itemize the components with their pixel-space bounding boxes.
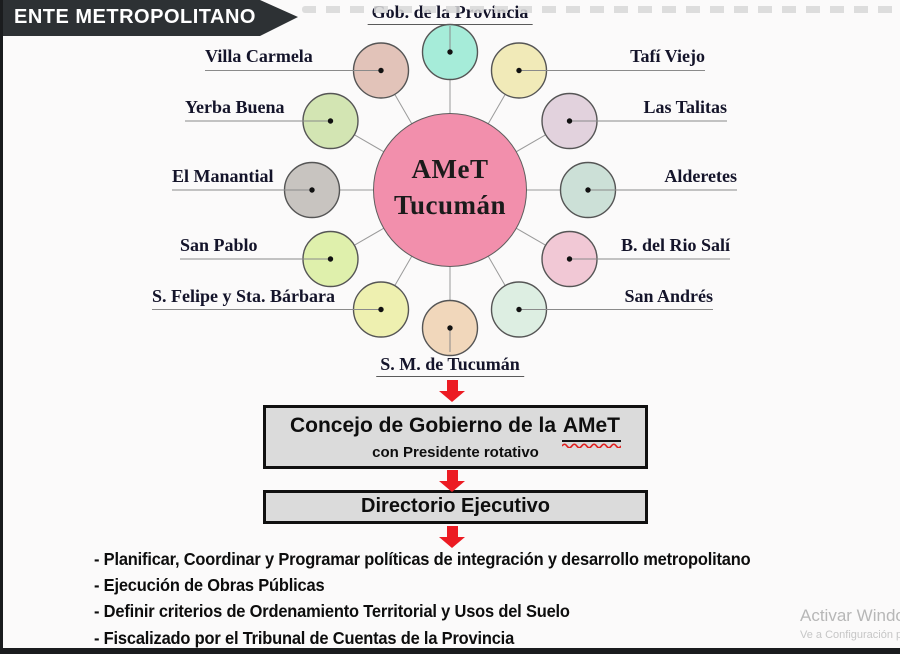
executive-board-box: Directorio Ejecutivo bbox=[263, 490, 648, 524]
hub-label-line2: Tucumán bbox=[393, 190, 507, 220]
watermark-line2: Ve a Configuración p bbox=[800, 629, 900, 641]
center-dot-icon bbox=[585, 187, 591, 193]
governance-council-box: Concejo de Gobierno de la AMeT con Presi… bbox=[263, 405, 648, 469]
hub-circle: AMeT Tucumán bbox=[373, 113, 527, 267]
municipality-label: Villa Carmela bbox=[205, 46, 313, 67]
hub-label-line1: AMeT bbox=[411, 154, 489, 184]
page-title: ENTE METROPOLITANO bbox=[14, 6, 256, 28]
municipality-label: El Manantial bbox=[172, 166, 274, 186]
slide-bottom-edge bbox=[0, 648, 900, 654]
municipality-label: S. M. de Tucumán bbox=[376, 353, 524, 377]
governance-council-subtitle: con Presidente rotativo bbox=[372, 444, 539, 461]
municipality-label: San Pablo bbox=[180, 235, 258, 255]
slide-left-edge bbox=[0, 0, 3, 654]
municipality-label: Yerba Buena bbox=[185, 97, 285, 117]
governance-council-title: Concejo de Gobierno de la AMeT bbox=[266, 412, 645, 448]
center-dot-icon bbox=[516, 67, 522, 74]
watermark-line1: Activar Window bbox=[800, 606, 900, 625]
center-dot-icon bbox=[516, 306, 522, 313]
radial-diagram bbox=[152, 23, 737, 357]
function-item: - Fiscalizado por el Tribunal de Cuentas… bbox=[94, 627, 515, 648]
center-dot-icon bbox=[447, 49, 453, 55]
municipality-label: Alderetes bbox=[664, 166, 737, 186]
center-dot-icon bbox=[327, 118, 334, 124]
municipality-label: S. Felipe y Sta. Bárbara bbox=[152, 285, 335, 306]
top-dashed-divider bbox=[302, 6, 900, 13]
flow-arrow-down-icon bbox=[439, 470, 465, 492]
windows-activation-watermark: Activar Window Ve a Configuración p bbox=[800, 606, 900, 641]
center-dot-icon bbox=[378, 306, 384, 313]
center-dot-icon bbox=[566, 256, 573, 262]
municipality-label: San Andrés bbox=[624, 285, 713, 306]
flow-arrow-down-icon bbox=[439, 380, 465, 402]
municipality-label: Las Talitas bbox=[643, 97, 727, 117]
executive-board-title: Directorio Ejecutivo bbox=[361, 495, 550, 517]
municipality-label: Tafí Viejo bbox=[630, 46, 705, 67]
center-dot-icon bbox=[566, 118, 573, 124]
function-item: - Definir criterios de Ordenamiento Terr… bbox=[94, 601, 570, 622]
amet-underlined-word: AMeT bbox=[561, 412, 622, 448]
header-banner: ENTE METROPOLITANO bbox=[0, 0, 298, 36]
center-dot-icon bbox=[447, 325, 453, 331]
function-item: - Planificar, Coordinar y Programar polí… bbox=[94, 549, 751, 569]
municipality-label: Gob. de la Provincia bbox=[367, 1, 533, 25]
center-dot-icon bbox=[327, 256, 334, 262]
red-squiggle-underline-icon bbox=[561, 443, 622, 448]
flow-arrow-down-icon bbox=[439, 526, 465, 548]
function-item: - Ejecución de Obras Públicas bbox=[94, 575, 325, 596]
municipality-label: B. del Rio Salí bbox=[620, 235, 730, 255]
center-dot-icon bbox=[309, 187, 315, 193]
center-dot-icon bbox=[378, 67, 384, 74]
functions-list: - Planificar, Coordinar y Programar polí… bbox=[94, 546, 751, 651]
